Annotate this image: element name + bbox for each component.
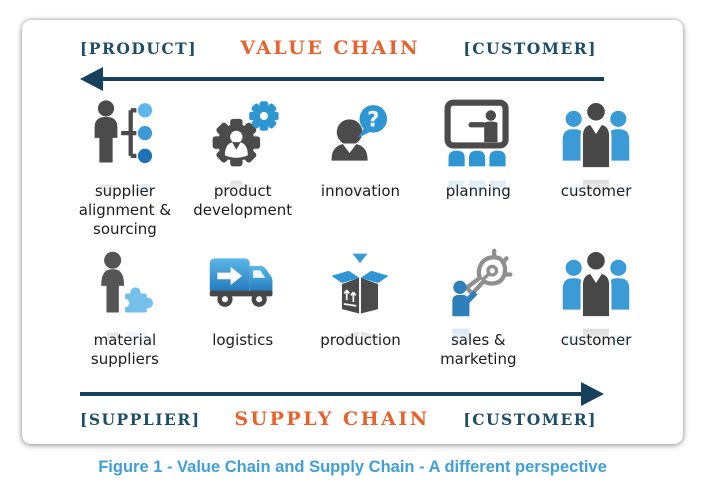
innovation-icon: ? bbox=[322, 95, 398, 173]
value-item-product-development: product development bbox=[184, 95, 302, 240]
value-chain-title: VALUE CHAIN bbox=[240, 37, 420, 59]
supply-chain-row: material suppliers bbox=[22, 244, 683, 369]
supply-item-customer: customer bbox=[537, 244, 655, 369]
item-label: supplier alignment & sourcing bbox=[78, 182, 172, 239]
supply-chain-title: SUPPLY CHAIN bbox=[234, 408, 430, 430]
production-icon bbox=[322, 244, 398, 322]
value-chain-row: supplier alignment & sourcing bbox=[22, 95, 683, 240]
arrow-line bbox=[80, 392, 581, 396]
item-label: product development bbox=[193, 182, 293, 220]
customer-icon bbox=[558, 244, 634, 322]
value-chain-arrow bbox=[80, 67, 604, 91]
item-label: production bbox=[320, 330, 401, 349]
supply-chain-arrow bbox=[80, 382, 604, 406]
item-label: customer bbox=[560, 182, 632, 200]
supply-item-logistics: logistics bbox=[184, 244, 302, 369]
customer-icon bbox=[558, 95, 634, 173]
product-development-icon bbox=[205, 95, 281, 173]
item-label: logistics bbox=[212, 330, 274, 349]
supplier-alignment-icon bbox=[87, 95, 163, 173]
item-label: customer bbox=[560, 330, 632, 349]
value-chain-header: [PRODUCT] VALUE CHAIN [CUSTOMER] bbox=[22, 37, 683, 59]
value-item-supplier-alignment: supplier alignment & sourcing bbox=[66, 95, 184, 240]
supply-item-material-suppliers: material suppliers bbox=[66, 244, 184, 369]
product-label: [PRODUCT] bbox=[80, 39, 198, 58]
customer-label-bottom: [CUSTOMER] bbox=[463, 410, 597, 429]
customer-label-top: [CUSTOMER] bbox=[463, 39, 597, 58]
item-label: sales & marketing bbox=[440, 330, 517, 368]
value-item-innovation: ? innovation bbox=[302, 95, 420, 240]
svg-text:?: ? bbox=[368, 107, 380, 131]
diagram-card: [PRODUCT] VALUE CHAIN [CUSTOMER] bbox=[22, 20, 683, 444]
planning-icon bbox=[440, 95, 516, 173]
supply-chain-footer: [SUPPLIER] SUPPLY CHAIN [CUSTOMER] bbox=[22, 408, 683, 430]
value-item-customer: customer bbox=[537, 95, 655, 240]
item-label: planning bbox=[445, 182, 511, 200]
logistics-icon bbox=[205, 244, 281, 322]
arrow-left-icon bbox=[80, 67, 103, 91]
supply-item-production: production bbox=[302, 244, 420, 369]
supply-item-sales-marketing: sales & marketing bbox=[419, 244, 537, 369]
item-label: innovation bbox=[320, 182, 401, 200]
value-item-planning: planning bbox=[419, 95, 537, 240]
supplier-label: [SUPPLIER] bbox=[80, 410, 201, 429]
material-suppliers-icon bbox=[87, 244, 163, 322]
arrow-line bbox=[103, 77, 604, 81]
item-label: material suppliers bbox=[90, 330, 159, 368]
arrow-right-icon bbox=[581, 382, 604, 406]
figure-caption: Figure 1 - Value Chain and Supply Chain … bbox=[98, 458, 607, 476]
sales-marketing-icon bbox=[440, 244, 516, 322]
